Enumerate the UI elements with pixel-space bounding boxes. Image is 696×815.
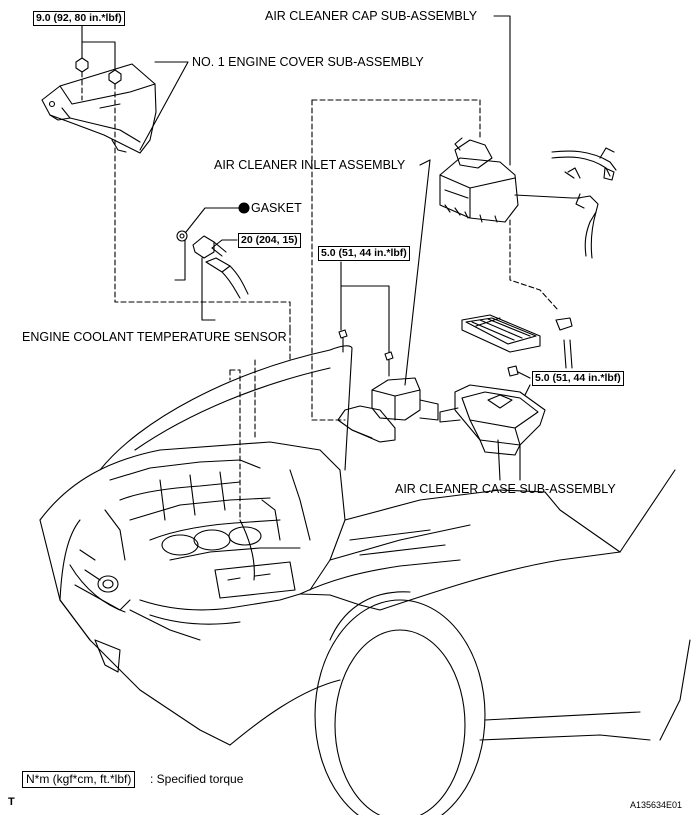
wire-harness-part	[575, 193, 599, 259]
vent-hose-part	[551, 147, 617, 181]
cover-nut-icons	[75, 57, 122, 85]
coolant-sensor-part	[192, 235, 249, 299]
footer-mark: T	[8, 796, 15, 808]
torque-inlet-bolts: 5.0 (51, 44 in.*lbf)	[318, 246, 410, 261]
torque-engine-cover: 9.0 (92, 80 in.*lbf)	[33, 11, 125, 26]
vehicle-line-art	[39, 345, 691, 815]
label-coolant-sensor: ENGINE COOLANT TEMPERATURE SENSOR	[22, 330, 287, 344]
torque-case-bolt: 5.0 (51, 44 in.*lbf)	[532, 371, 624, 386]
legend-units: N*m (kgf*cm, ft.*lbf)	[22, 771, 136, 788]
label-gasket: GASKET	[251, 201, 302, 215]
engine-cover-part	[41, 63, 157, 154]
air-cleaner-inlet-part	[337, 377, 439, 443]
air-cleaner-case-part	[439, 384, 546, 456]
legend-text: : Specified torque	[150, 772, 244, 786]
torque-coolant-sensor: 20 (204, 15)	[238, 233, 301, 248]
label-air-cleaner-inlet: AIR CLEANER INLET ASSEMBLY	[214, 158, 406, 172]
figure-id: A135634E01	[630, 800, 683, 810]
label-air-cleaner-cap: AIR CLEANER CAP SUB-ASSEMBLY	[265, 9, 478, 23]
air-filter-part	[461, 314, 541, 353]
label-air-cleaner-case: AIR CLEANER CASE SUB-ASSEMBLY	[395, 482, 616, 496]
air-cleaner-cap-part	[439, 137, 519, 223]
label-engine-cover: NO. 1 ENGINE COVER SUB-ASSEMBLY	[192, 55, 424, 69]
